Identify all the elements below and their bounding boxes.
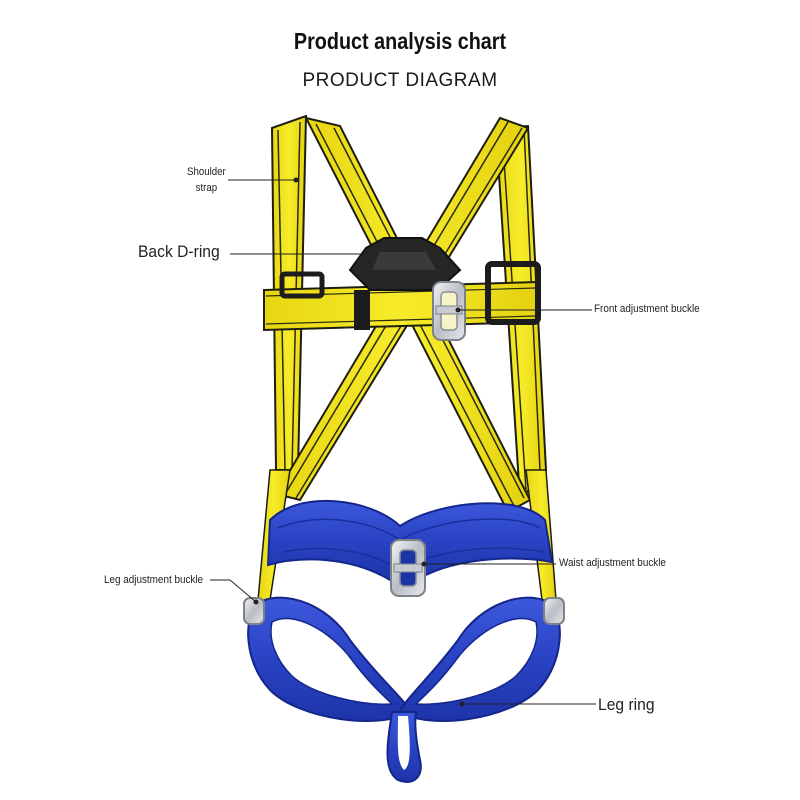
waist-adjustment-buckle — [390, 539, 426, 597]
label-front-adjustment-buckle: Front adjustment buckle — [594, 303, 700, 315]
leader-lines — [210, 177, 596, 707]
crotch-strap-gap — [397, 716, 410, 770]
left-leg-loop — [247, 596, 412, 722]
label-waist-adjustment-buckle: Waist adjustment buckle — [559, 557, 666, 569]
label-shoulder-strap-line1: Shoulder — [187, 166, 226, 178]
page-title: Product analysis chart — [293, 28, 507, 54]
chest-keeper — [354, 290, 370, 330]
label-shoulder-strap-line2: strap — [195, 182, 218, 194]
right-strap-keeper — [485, 261, 541, 325]
page-subtitle: PRODUCT DIAGRAM — [302, 70, 498, 91]
label-leg-ring: Leg ring — [598, 695, 655, 714]
label-shoulder-strap: Shoulder strap — [187, 164, 226, 196]
leader-leg-buckle-b — [229, 579, 257, 603]
right-leg-loop — [398, 596, 561, 722]
left-leg-adjustment-buckle — [243, 597, 265, 625]
left-strap-keeper — [279, 271, 325, 299]
front-adjustment-buckle — [432, 281, 466, 341]
right-leg-adjustment-buckle — [543, 597, 565, 625]
label-leg-adjustment-buckle: Leg adjustment buckle — [104, 574, 204, 586]
back-d-ring — [348, 237, 462, 291]
label-back-d-ring: Back D-ring — [138, 242, 220, 261]
